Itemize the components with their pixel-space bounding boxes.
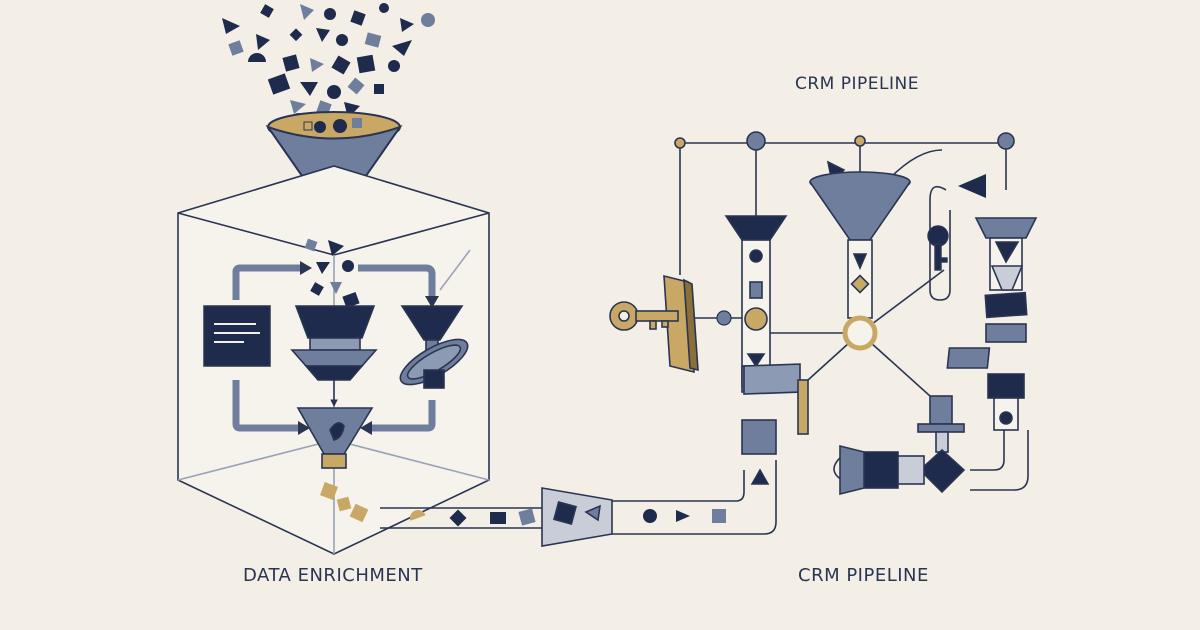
exit-particles xyxy=(320,482,369,523)
crm-pipeline-label-bottom: CRM PIPELINE xyxy=(798,565,929,586)
column-stack-right xyxy=(946,217,1038,431)
output-conduit xyxy=(380,460,777,535)
horn-funnel-icon xyxy=(541,487,613,547)
falling-data-particles xyxy=(222,3,435,123)
key-icon xyxy=(609,274,699,374)
enrichment-loop-arrows xyxy=(232,264,436,432)
pipe-particles xyxy=(643,509,726,523)
output-valve-icon xyxy=(839,395,966,496)
loop-arrowheads xyxy=(298,261,439,435)
valve-funnel-icon xyxy=(399,305,469,389)
column-funnel-left xyxy=(724,215,809,485)
crm-pipeline-label-top: CRM PIPELINE xyxy=(795,74,919,94)
box-particles xyxy=(304,238,360,309)
data-enrichment-label: DATA ENRICHMENT xyxy=(243,565,423,586)
column-funnel-center xyxy=(809,160,911,351)
small-lock-icon xyxy=(927,225,949,271)
document-icon xyxy=(203,305,271,367)
stacked-funnel-icon xyxy=(290,305,378,469)
conduit-particles xyxy=(410,508,536,527)
network-nodes xyxy=(674,131,1015,151)
direction-arrow-icon xyxy=(958,174,986,198)
key-node xyxy=(716,310,732,326)
